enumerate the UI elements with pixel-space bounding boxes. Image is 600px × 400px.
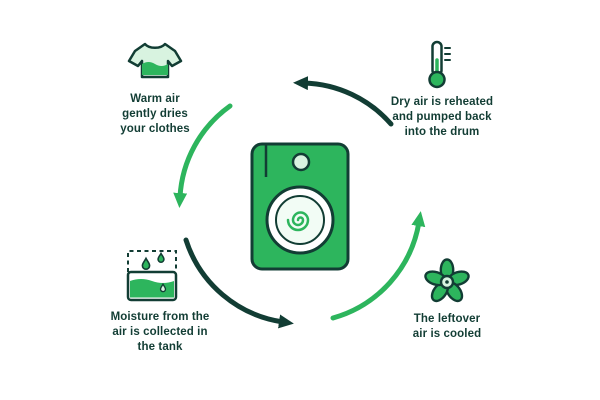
step-label-warm-air: Warm air gently dries your clothes: [120, 93, 190, 136]
arrow-top: [293, 76, 394, 127]
arrow-left: [173, 103, 233, 208]
arrow-right: [330, 211, 426, 321]
tshirt-icon: [127, 42, 183, 79]
fan-icon: [424, 258, 470, 303]
water-drop: [141, 256, 151, 270]
step-label-leftover-air-cooled: The leftover air is cooled: [412, 313, 482, 341]
water-drop: [157, 251, 165, 263]
water-tank-icon: [126, 250, 178, 302]
thermometer-icon: [428, 40, 451, 89]
arrow-bottom: [183, 237, 294, 329]
step-label-dry-air-reheated: Dry air is reheated and pumped back into…: [390, 96, 494, 139]
drum-spiral: [286, 211, 310, 232]
step-label-moisture-collected: Moisture from the air is collected in th…: [110, 311, 210, 354]
cycle-arrows: [173, 76, 426, 329]
tumble-dryer-icon: [250, 142, 350, 271]
